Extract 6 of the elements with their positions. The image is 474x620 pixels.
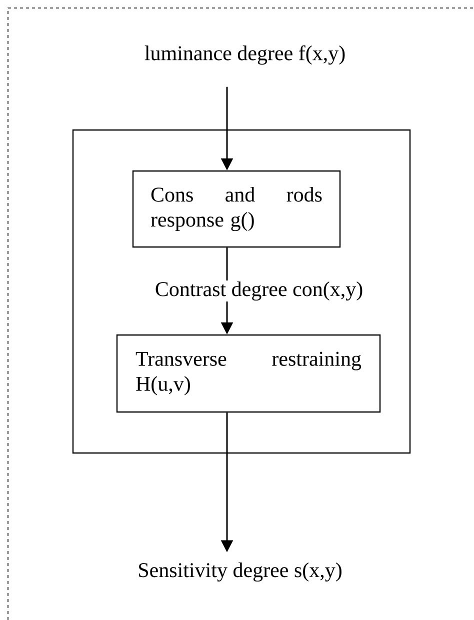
text-label: Sensitivity degree s(x,y) [139, 562, 342, 582]
edge-label: Contrast degree con(x,y) [154, 280, 364, 302]
outer-box [72, 129, 411, 454]
process-box: Cons and rods response g() [132, 170, 341, 248]
text-label: luminance degree f(x,y) [144, 45, 345, 65]
process-box: Transverse restraining H(u,v) [116, 334, 381, 413]
